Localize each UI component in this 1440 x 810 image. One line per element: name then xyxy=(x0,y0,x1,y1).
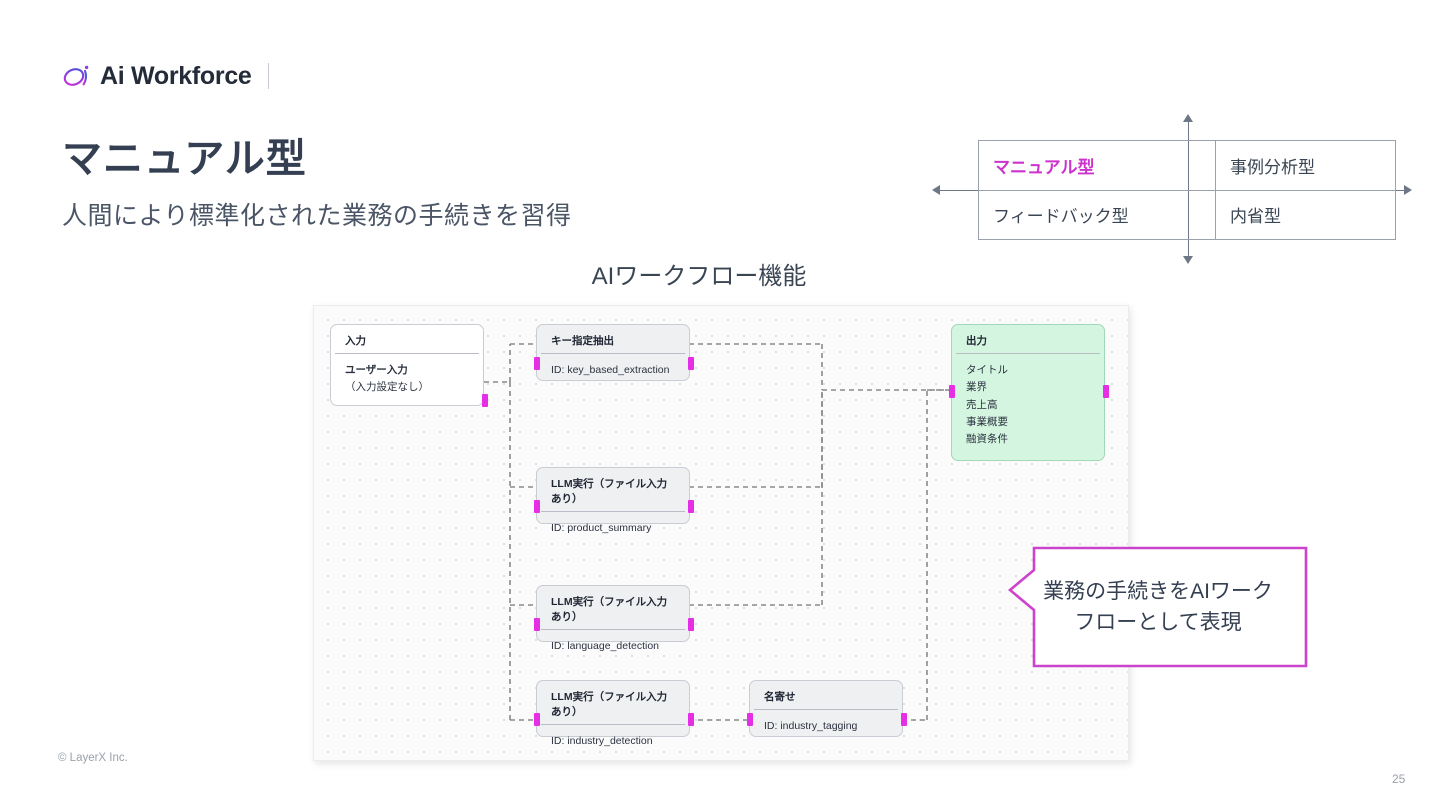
brand-name: Ai Workforce xyxy=(100,61,252,90)
node-input-body-note: （入力設定なし） xyxy=(345,381,429,394)
node-input-body-bold: ユーザー入力 xyxy=(345,364,408,376)
list-item: タイトル xyxy=(966,364,1008,376)
node-product-summary-body: ID: product_summary xyxy=(551,522,652,534)
port-output-product-summary[interactable] xyxy=(688,500,694,513)
node-language-detection-body: ID: language_detection xyxy=(551,640,659,652)
port-input-output-node[interactable] xyxy=(949,385,955,398)
node-key-based-extraction-header: キー指定抽出 xyxy=(541,325,685,354)
node-industry-tagging[interactable]: 名寄せ ID: industry_tagging xyxy=(747,680,907,737)
matrix-cell-manual: マニュアル型 xyxy=(978,140,1216,191)
port-input-product-summary[interactable] xyxy=(534,500,540,513)
page-title: マニュアル型 xyxy=(62,137,307,181)
node-product-summary[interactable]: LLM実行（ファイル入力あり） ID: product_summary xyxy=(534,467,694,534)
port-output-input-node[interactable] xyxy=(482,394,488,407)
workflow-edges xyxy=(484,343,951,721)
ai-workforce-logo-mark-icon xyxy=(63,65,89,86)
copyright-text: © LayerX Inc. xyxy=(58,752,128,764)
node-industry-detection[interactable]: LLM実行（ファイル入力あり） ID: industry_detection xyxy=(534,680,694,747)
node-industry-tagging-header: 名寄せ xyxy=(754,681,898,710)
quadrant-matrix: マニュアル型 事例分析型 フィードバック型 内省型 xyxy=(978,140,1396,240)
node-input-header: 入力 xyxy=(335,325,479,354)
brand-logo: Ai Workforce xyxy=(62,58,269,94)
axis-arrow-left-icon xyxy=(932,185,940,195)
axis-arrow-up-icon xyxy=(1183,114,1193,122)
matrix-cell-reflection: 内省型 xyxy=(1215,189,1396,240)
list-item: 融資条件 xyxy=(966,433,1008,446)
node-output-header: 出力 xyxy=(956,325,1100,354)
port-input-key-based-extraction[interactable] xyxy=(534,357,540,370)
port-input-language-detection[interactable] xyxy=(534,618,540,631)
workflow-title-text: AIワークフロー機能 xyxy=(591,263,807,290)
port-input-industry-detection[interactable] xyxy=(534,713,540,726)
callout-line-2: フローとして表現 xyxy=(1074,611,1242,634)
node-industry-detection-body: ID: industry_detection xyxy=(551,735,653,747)
node-input[interactable]: 入力 ユーザー入力 （入力設定なし） xyxy=(330,324,488,407)
table-row: フィードバック型 内省型 xyxy=(978,189,1396,240)
table-row: マニュアル型 事例分析型 xyxy=(978,140,1396,191)
port-output-industry-tagging[interactable] xyxy=(901,713,907,726)
logo-divider xyxy=(267,63,269,89)
node-key-based-extraction[interactable]: キー指定抽出 ID: key_based_extraction xyxy=(534,324,694,381)
node-industry-tagging-body: ID: industry_tagging xyxy=(764,720,858,732)
list-item: 売上高 xyxy=(966,398,998,411)
port-output-key-based-extraction[interactable] xyxy=(688,357,694,370)
list-item: 業界 xyxy=(966,381,987,394)
page-subtitle: 人間により標準化された業務の手続きを習得 xyxy=(62,202,572,230)
port-output-output-node[interactable] xyxy=(1103,385,1109,398)
port-input-industry-tagging[interactable] xyxy=(747,713,753,726)
node-output-body: タイトル 業界 売上高 事業概要 融資条件 xyxy=(952,354,1104,457)
node-industry-detection-header: LLM実行（ファイル入力あり） xyxy=(541,681,685,725)
callout-shape-icon xyxy=(1008,546,1308,668)
axis-arrow-right-icon xyxy=(1404,185,1412,195)
workflow-canvas[interactable]: 入力 ユーザー入力 （入力設定なし） キー指定抽出 ID: key_based_… xyxy=(313,305,1129,761)
list-item: 事業概要 xyxy=(966,415,1008,428)
node-language-detection-header: LLM実行（ファイル入力あり） xyxy=(541,586,685,630)
node-language-detection[interactable]: LLM実行（ファイル入力あり） ID: language_detection xyxy=(534,585,694,652)
port-output-language-detection[interactable] xyxy=(688,618,694,631)
page-number: 25 xyxy=(1392,772,1406,786)
matrix-cell-case-analysis: 事例分析型 xyxy=(1215,140,1396,191)
port-output-industry-detection[interactable] xyxy=(688,713,694,726)
node-key-based-extraction-body: ID: key_based_extraction xyxy=(551,364,670,376)
axis-arrow-down-icon xyxy=(1183,256,1193,264)
workflow-title: AIワークフロー機能 xyxy=(0,256,1440,291)
callout-line-1: 業務の手続きをAIワーク xyxy=(1043,579,1273,603)
callout-balloon: 業務の手続きをAIワーク フローとして表現 xyxy=(1008,546,1308,668)
node-input-body: ユーザー入力 （入力設定なし） xyxy=(331,354,483,405)
node-product-summary-header: LLM実行（ファイル入力あり） xyxy=(541,468,685,512)
matrix-cell-feedback: フィードバック型 xyxy=(978,189,1216,240)
callout-text: 業務の手続きをAIワーク フローとして表現 xyxy=(1008,546,1308,668)
node-output[interactable]: 出力 タイトル 業界 売上高 事業概要 融資条件 xyxy=(949,324,1109,461)
